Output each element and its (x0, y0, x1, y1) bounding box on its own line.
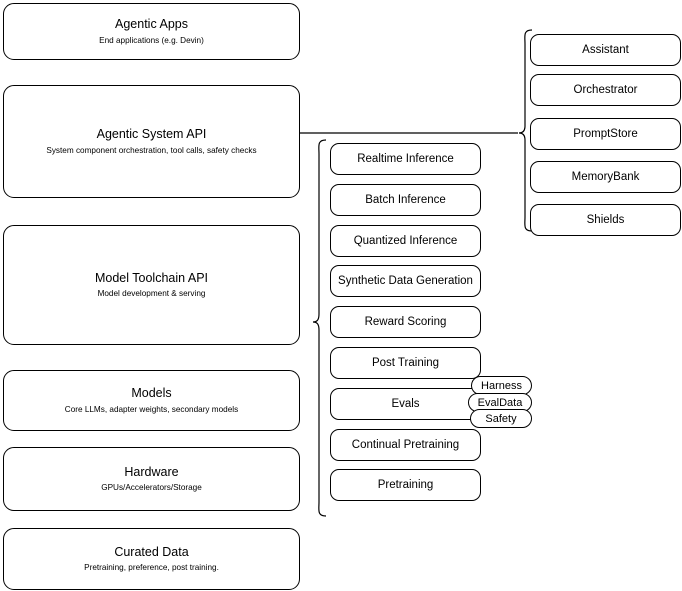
layer-box-agentic-apps[interactable]: Agentic Apps End applications (e.g. Devi… (3, 3, 300, 60)
toolchain-label: Batch Inference (365, 194, 446, 206)
toolchain-label: Pretraining (377, 479, 434, 491)
toolchain-box-evals[interactable]: Evals (330, 388, 481, 420)
layer-subtitle: End applications (e.g. Devin) (99, 35, 204, 45)
toolchain-label: Reward Scoring (364, 316, 447, 328)
agentic-label: Shields (586, 214, 625, 226)
toolchain-label: Realtime Inference (357, 153, 454, 165)
evals-tag-safety[interactable]: Safety (470, 409, 532, 428)
evals-tag-harness[interactable]: Harness (471, 376, 532, 395)
layer-title: Models (131, 386, 172, 401)
agentic-label: Assistant (582, 44, 629, 56)
toolchain-box-reward-scoring[interactable]: Reward Scoring (330, 306, 481, 338)
layer-title: Agentic System API (96, 127, 207, 142)
agentic-box-promptstore[interactable]: PromptStore (530, 118, 681, 150)
agentic-label: Orchestrator (573, 84, 638, 96)
layer-box-curated-data[interactable]: Curated Data Pretraining, preference, po… (3, 528, 300, 590)
layer-subtitle: Pretraining, preference, post training. (84, 563, 219, 573)
toolchain-label: Synthetic Data Generation (338, 275, 473, 287)
agentic-box-memorybank[interactable]: MemoryBank (530, 161, 681, 193)
layer-title: Agentic Apps (115, 17, 188, 32)
toolchain-box-batch-inference[interactable]: Batch Inference (330, 184, 481, 216)
evals-tag-label: EvalData (477, 396, 523, 409)
layer-subtitle: GPUs/Accelerators/Storage (101, 483, 202, 493)
toolchain-label: Quantized Inference (353, 235, 458, 247)
toolchain-box-post-training[interactable]: Post Training (330, 347, 481, 379)
layer-subtitle: Model development & serving (97, 289, 206, 299)
evals-tag-evaldata[interactable]: EvalData (468, 393, 532, 412)
brace-model-toolchain (312, 139, 327, 517)
brace-agentic-system (518, 29, 533, 232)
layer-subtitle: Core LLMs, adapter weights, secondary mo… (64, 404, 239, 414)
toolchain-label: Post Training (371, 357, 440, 369)
toolchain-label: Evals (391, 398, 420, 410)
toolchain-label: Continual Pretraining (351, 439, 460, 451)
layer-box-agentic-system-api[interactable]: Agentic System API System component orch… (3, 85, 300, 198)
layer-box-models[interactable]: Models Core LLMs, adapter weights, secon… (3, 370, 300, 431)
connector-line-agentic-system-api (300, 132, 518, 134)
layer-subtitle: System component orchestration, tool cal… (46, 145, 257, 155)
evals-tag-label: Safety (485, 412, 517, 425)
toolchain-box-pretraining[interactable]: Pretraining (330, 469, 481, 501)
agentic-box-shields[interactable]: Shields (530, 204, 681, 236)
layer-box-hardware[interactable]: Hardware GPUs/Accelerators/Storage (3, 447, 300, 511)
evals-tag-label: Harness (481, 379, 522, 392)
agentic-box-orchestrator[interactable]: Orchestrator (530, 74, 681, 106)
agentic-label: MemoryBank (571, 171, 640, 183)
layer-title: Curated Data (114, 544, 189, 559)
toolchain-box-continual-pretraining[interactable]: Continual Pretraining (330, 429, 481, 461)
toolchain-box-quantized-inference[interactable]: Quantized Inference (330, 225, 481, 257)
toolchain-box-realtime-inference[interactable]: Realtime Inference (330, 143, 481, 175)
layer-title: Hardware (124, 464, 179, 479)
layer-box-model-toolchain-api[interactable]: Model Toolchain API Model development & … (3, 225, 300, 345)
toolchain-box-synthetic-data-generation[interactable]: Synthetic Data Generation (330, 265, 481, 297)
agentic-label: PromptStore (573, 128, 638, 140)
agentic-box-assistant[interactable]: Assistant (530, 34, 681, 66)
layer-title: Model Toolchain API (94, 270, 209, 285)
